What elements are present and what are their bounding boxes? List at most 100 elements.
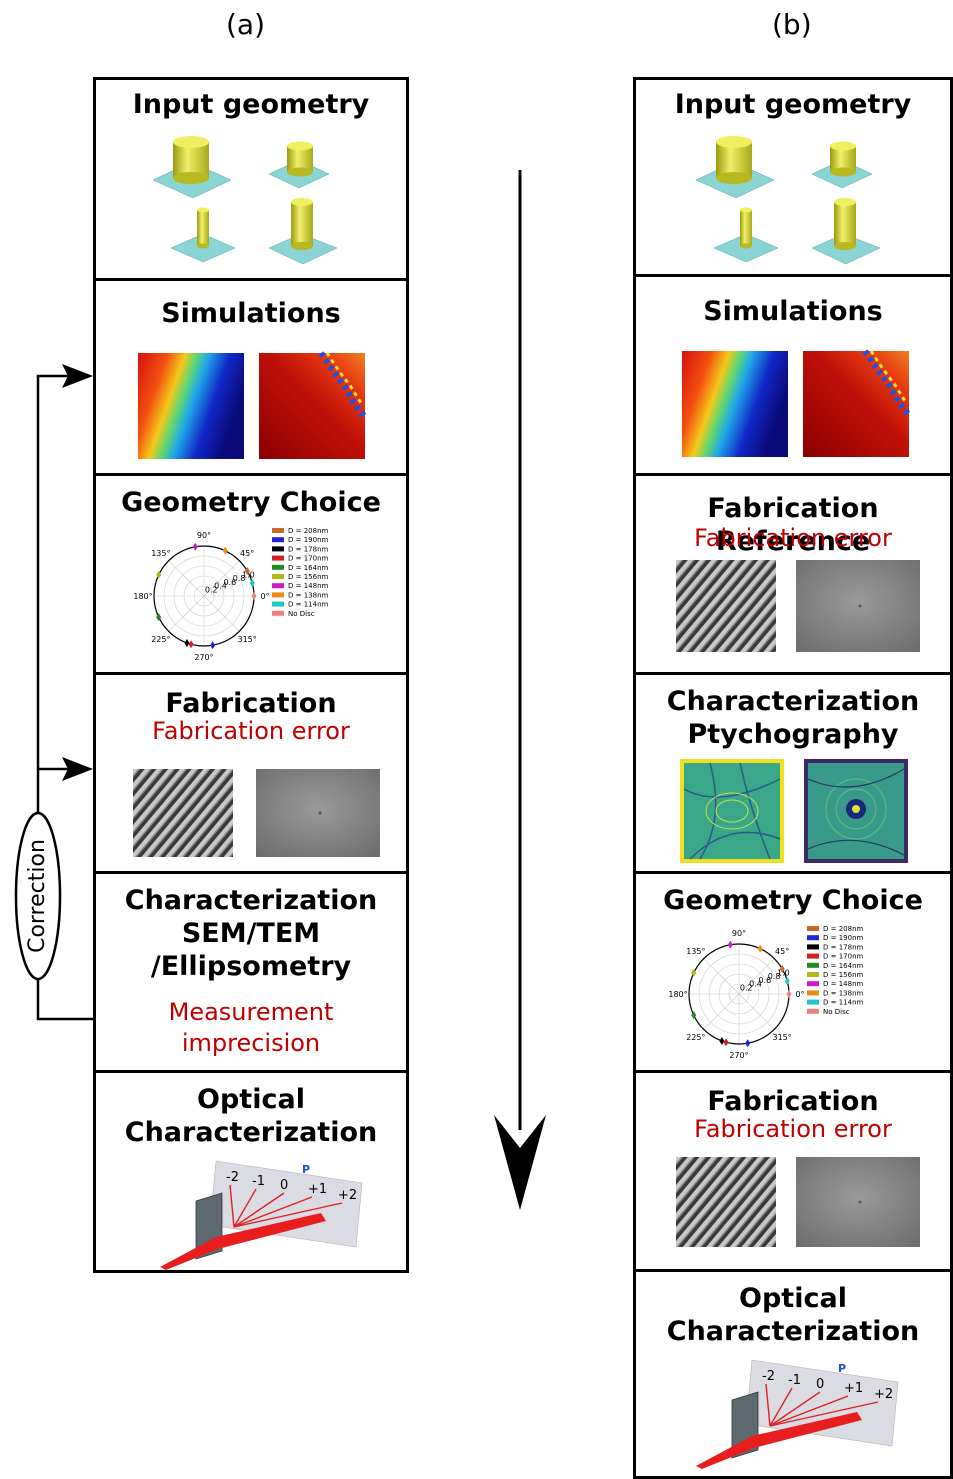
characterization-title: Characterization (124, 885, 378, 916)
imprecision-text: imprecision (181, 1029, 321, 1057)
panel-label-b: (b) (772, 8, 812, 41)
polar-angle-label: 135° (686, 947, 705, 956)
polar-data-point (719, 1036, 725, 1045)
legend-label: D = 164nm (823, 962, 864, 970)
simulations-title: Simulations (703, 296, 883, 327)
legend-swatch (272, 555, 284, 561)
legend-label: D = 164nm (288, 564, 329, 572)
ptychography-amplitude-image (680, 759, 784, 863)
legend-swatch (272, 583, 284, 589)
fabrication-reference-title: Fabrication Reference (707, 493, 879, 557)
legend-swatch (272, 610, 284, 616)
legend-label: D = 208nm (288, 527, 329, 535)
b-input-geometry-box: Input geometry (633, 77, 953, 277)
sample-surface-image (796, 560, 920, 652)
geometry-choice-title: Geometry Choice (663, 885, 923, 916)
laser-beam (696, 1412, 862, 1469)
polar-data-point (210, 641, 216, 650)
polar-data-point (244, 567, 250, 575)
diffraction-beam (233, 1202, 343, 1228)
optical-title: Optical (197, 1084, 305, 1115)
legend-label: D = 148nm (288, 582, 329, 590)
polar-angle-label: 225° (686, 1033, 705, 1042)
legend-label: D = 170nm (823, 953, 864, 961)
a-characterization-box: Characterization SEM/TEM /Ellipsometry M… (93, 871, 409, 1073)
diffraction-order-label: +2 (338, 1188, 357, 1203)
polar-plot: 90°45°0°315°270°225°180°135°0.20.40.60.8… (668, 925, 864, 1060)
legend-swatch (807, 999, 819, 1005)
legend-label: No Disc (288, 610, 315, 618)
polar-angle-label: 270° (729, 1051, 748, 1060)
polar-data-point (757, 944, 763, 953)
diffraction-order-label: 0 (280, 1178, 288, 1193)
polar-radius-label: 1.0 (242, 570, 255, 579)
legend-label: D = 208nm (823, 925, 864, 933)
b-simulations-box: Simulations (633, 274, 953, 476)
polar-radius-label: 0.2 (205, 585, 218, 594)
polar-radius-label: 1.0 (777, 968, 790, 977)
polar-data-point (251, 592, 257, 600)
legend-swatch (272, 528, 284, 533)
sem-pillar-array-image (676, 1157, 776, 1247)
polar-radius-label: 0.4 (749, 980, 762, 989)
polar-angle-label: 315° (237, 635, 256, 644)
input-geometry-title: Input geometry (132, 89, 370, 120)
polar-data-point (188, 640, 194, 649)
legend-swatch (807, 953, 819, 959)
polar-angle-label: 45° (240, 549, 254, 558)
legend-label: D = 170nm (288, 555, 329, 563)
phase-map-image (138, 353, 244, 459)
sem-tem-title: SEM/TEM (181, 918, 321, 949)
legend-label: D = 178nm (823, 943, 864, 951)
polar-angle-label: 90° (732, 929, 746, 938)
diffraction-beam (233, 1196, 313, 1228)
polar-angle-label: 180° (133, 592, 152, 601)
diffraction-beam (229, 1184, 235, 1228)
polar-radius-label: 0.8 (768, 972, 781, 981)
diffraction-order-label: +1 (844, 1381, 863, 1396)
workflow-arrow (494, 170, 546, 1210)
legend-label: D = 156nm (288, 573, 329, 581)
fabrication-title: Fabrication (165, 688, 337, 719)
legend-label: D = 190nm (288, 536, 329, 544)
polar-data-point (156, 613, 162, 622)
b-fabrication-box: Fabrication Fabrication error (633, 1070, 953, 1272)
optical-characterization-title: Characterization (666, 1316, 920, 1347)
simulations-title: Simulations (161, 298, 341, 329)
a-fabrication-box: Fabrication Fabrication error (93, 672, 409, 874)
panel-label-a: (a) (226, 8, 266, 41)
polar-angle-label: 45° (775, 947, 789, 956)
pillar-geometry-illustration (695, 136, 881, 265)
ptychography-phase-image (804, 759, 908, 863)
input-geometry-title: Input geometry (674, 89, 912, 120)
diffraction-order-label: -1 (788, 1373, 801, 1388)
pillar-geometry-illustration (152, 136, 338, 265)
legend-label: D = 156nm (823, 971, 864, 979)
polar-data-point (691, 968, 697, 977)
transmission-map-image (259, 351, 368, 459)
correction-loop (14, 364, 93, 1021)
correction-label: Correction (25, 839, 50, 953)
diffraction-order-label: +1 (308, 1182, 327, 1197)
sample-surface-image (256, 769, 380, 857)
b-characterization-box: Characterization Ptychography (633, 672, 953, 874)
legend-swatch (807, 981, 819, 987)
transmission-map-image (803, 349, 912, 457)
legend-swatch (272, 574, 284, 579)
diffraction-beam (233, 1188, 257, 1228)
polar-data-point (156, 570, 162, 579)
characterization-title: Characterization (666, 686, 920, 717)
legend-swatch (272, 564, 284, 570)
polar-angle-label: 270° (194, 653, 213, 662)
legend-swatch (807, 944, 819, 950)
polarization-label: P (302, 1163, 310, 1176)
legend-swatch (272, 537, 284, 543)
legend-label: D = 138nm (288, 591, 329, 599)
diffraction-beam (765, 1383, 771, 1427)
diffraction-beam (769, 1391, 821, 1427)
fabrication-error-text: Fabrication error (694, 524, 892, 552)
